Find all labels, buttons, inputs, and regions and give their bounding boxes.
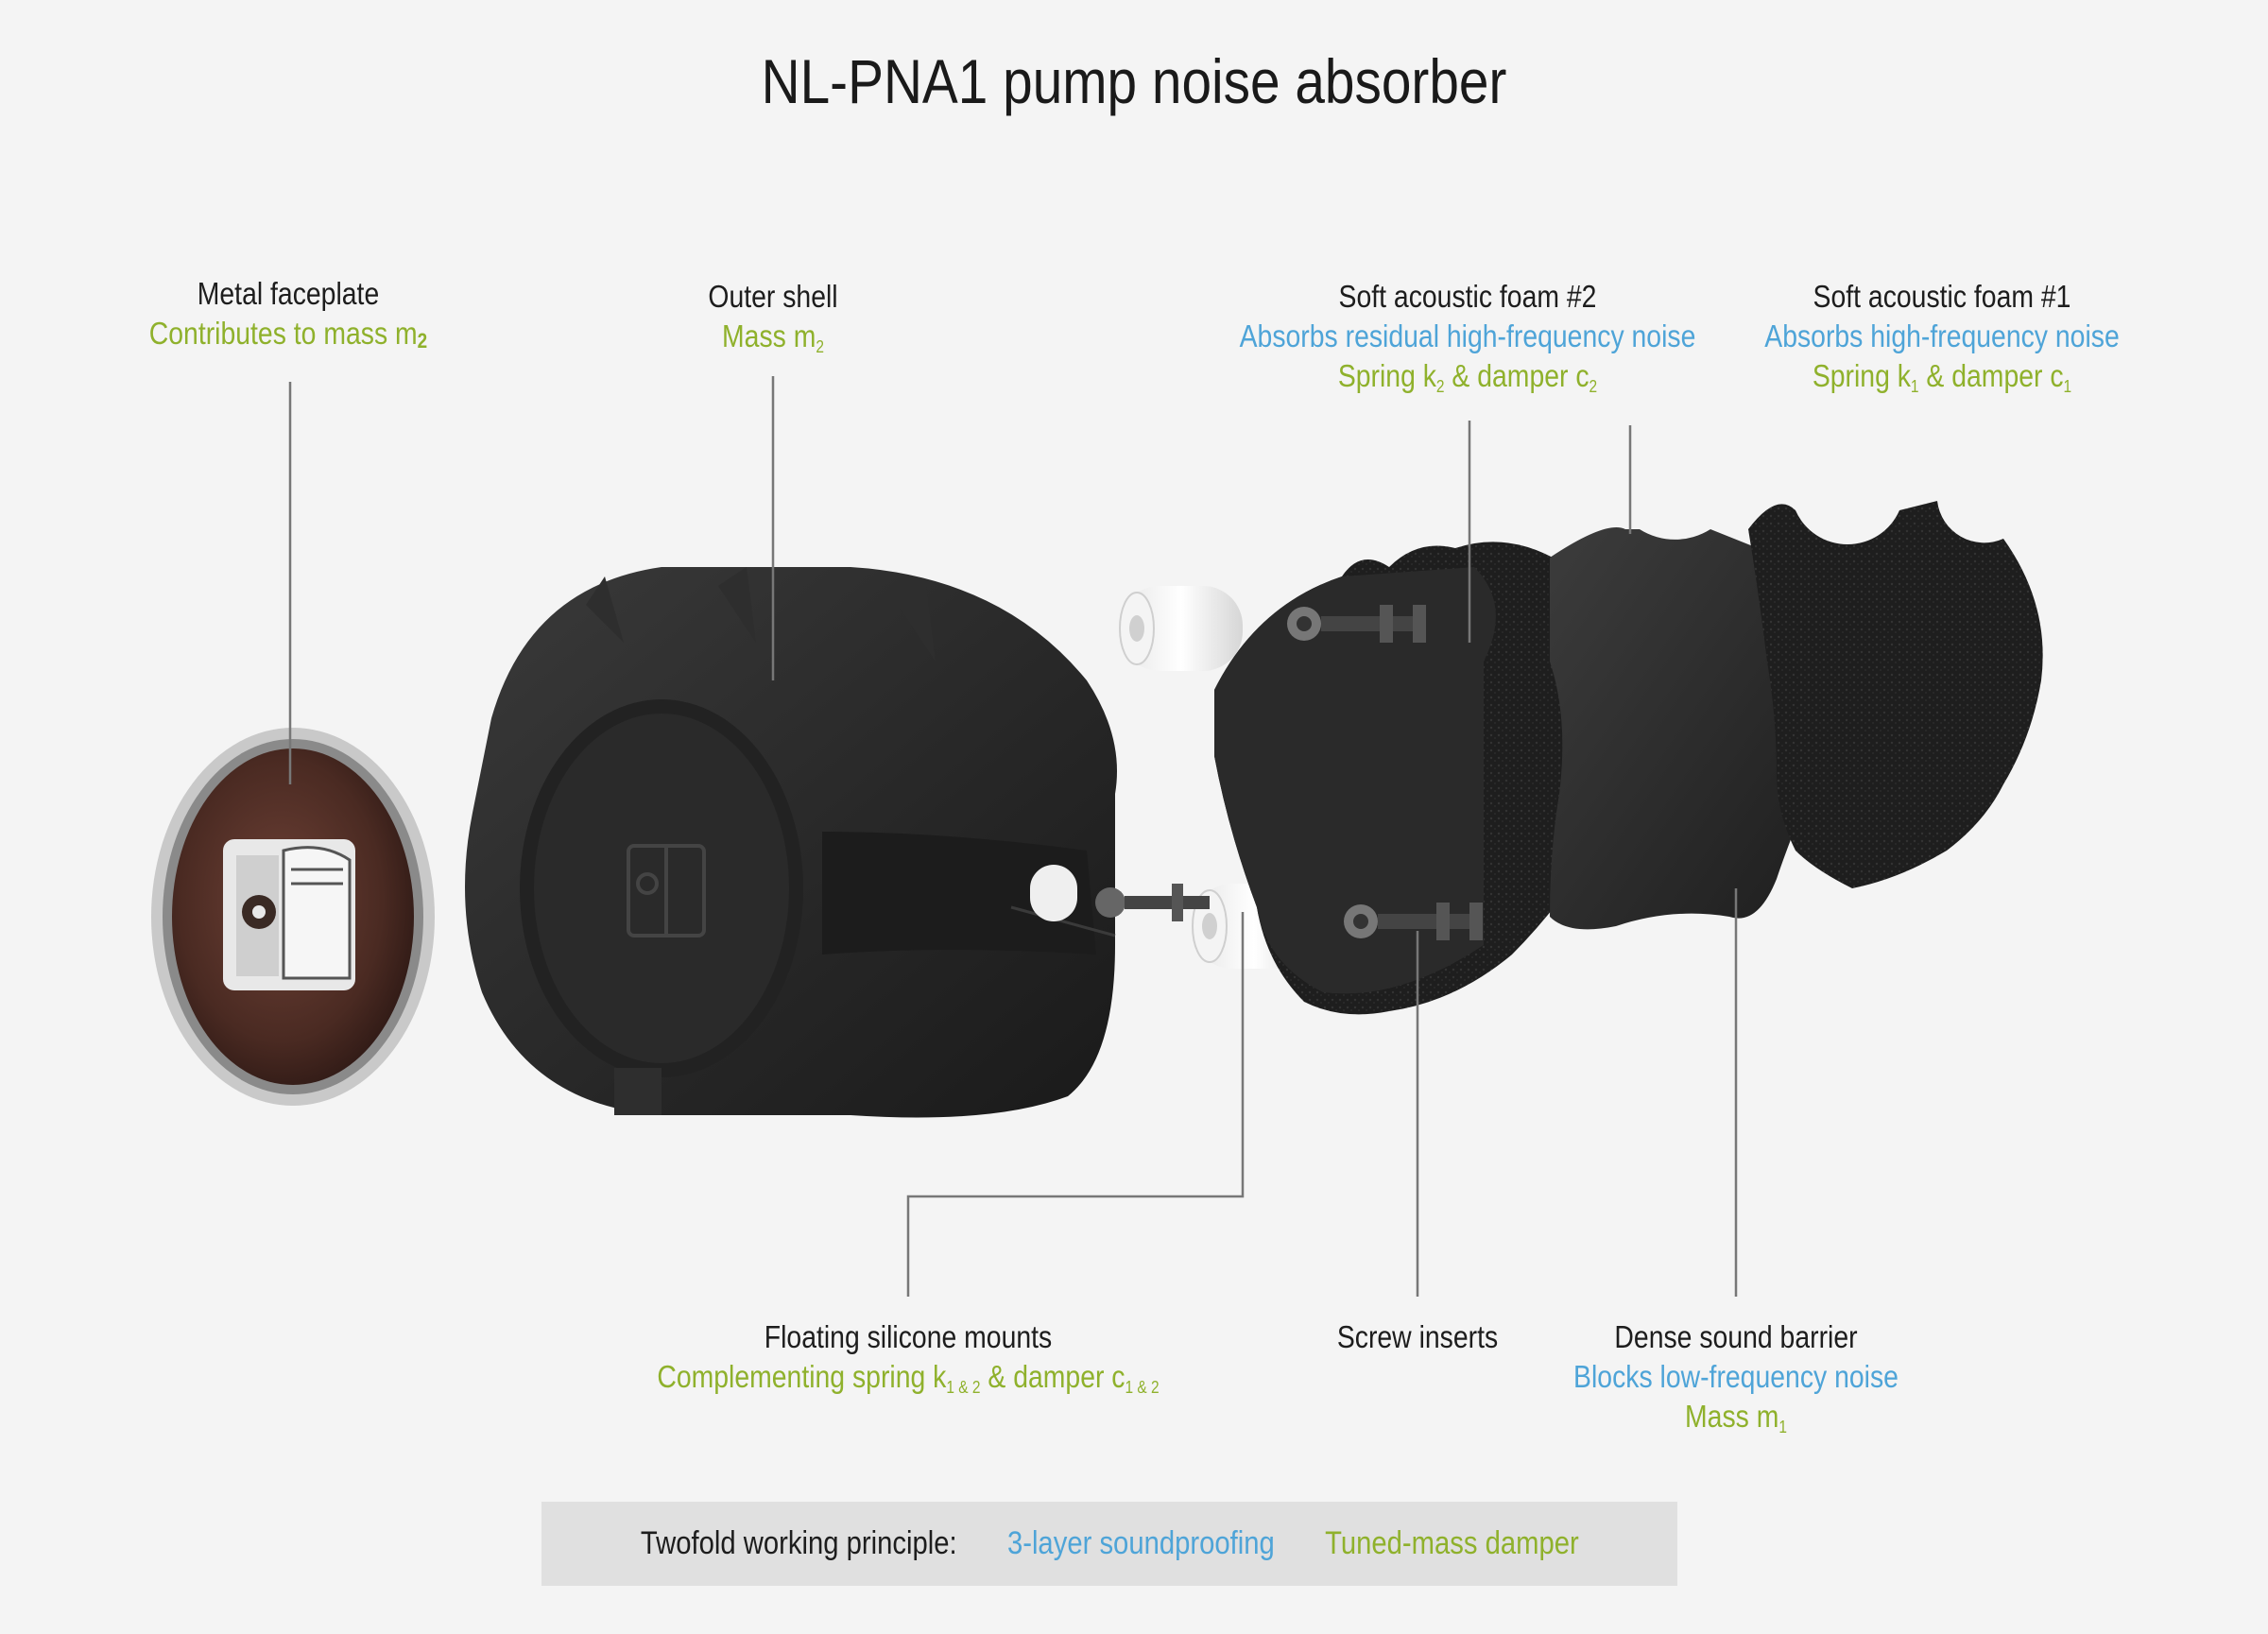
foam-2-spring: Spring k2 & damper c2 xyxy=(1337,358,1598,396)
foam-1-spring: Spring k1 & damper c1 xyxy=(1812,358,2072,396)
label-screw-inserts: Screw inserts xyxy=(1133,1317,1702,1357)
outer-shell-desc: Mass m2 xyxy=(722,318,824,356)
silicone-mounts-desc: Complementing spring k1 & 2 & damper c1 … xyxy=(657,1359,1160,1397)
page-title: NL-PNA1 pump noise absorber xyxy=(761,46,1507,116)
label-sound-barrier: Dense sound barrier Blocks low-frequency… xyxy=(1452,1317,2020,1447)
silicone-mounts-name: Floating silicone mounts xyxy=(764,1319,1053,1354)
metal-faceplate-illustration xyxy=(151,728,435,1106)
screw-inserts-name: Screw inserts xyxy=(1336,1319,1499,1354)
shell-logo-icon xyxy=(627,844,706,937)
leader-silicone-mounts xyxy=(906,912,1245,1297)
foam-2-name: Soft acoustic foam #2 xyxy=(1338,279,1597,314)
acoustic-foam-2-illustration xyxy=(1214,542,1633,1015)
dense-sound-barrier-illustration xyxy=(1550,527,1827,930)
metal-faceplate-desc: Contributes to mass m2 xyxy=(148,316,428,353)
working-principle-label: Twofold working principle: xyxy=(640,1525,957,1561)
principle-soundproofing: 3-layer soundproofing xyxy=(1006,1525,1275,1561)
acoustic-foam-1-illustration xyxy=(1748,501,2043,888)
metal-faceplate-name: Metal faceplate xyxy=(197,276,380,311)
leader-lines xyxy=(288,376,1738,1297)
label-metal-faceplate: Metal faceplate Contributes to mass m2 xyxy=(4,274,573,361)
sound-barrier-name: Dense sound barrier xyxy=(1614,1319,1858,1354)
working-principle-box: Twofold working principle: 3-layer sound… xyxy=(541,1502,1677,1586)
outer-shell-name: Outer shell xyxy=(708,279,838,314)
owl-logo-icon xyxy=(223,839,355,990)
sound-barrier-mass: Mass m1 xyxy=(1685,1399,1787,1436)
outer-shell-illustration xyxy=(465,567,1117,1118)
label-foam-1: Soft acoustic foam #1 Absorbs high-frequ… xyxy=(1658,277,2226,406)
sound-barrier-desc: Blocks low-frequency noise xyxy=(1573,1359,1899,1394)
principle-tuned-mass-damper: Tuned-mass damper xyxy=(1324,1525,1579,1561)
foam-2-desc: Absorbs residual high-frequency noise xyxy=(1239,318,1696,353)
label-outer-shell: Outer shell Mass m2 xyxy=(489,277,1057,367)
screw-inserts-illustration xyxy=(1095,605,1483,940)
foam-1-name: Soft acoustic foam #1 xyxy=(1813,279,2071,314)
label-silicone-mounts: Floating silicone mounts Complementing s… xyxy=(624,1317,1193,1407)
silicone-mount-illustration xyxy=(1030,586,1315,969)
label-foam-2: Soft acoustic foam #2 Absorbs residual h… xyxy=(1183,277,1752,406)
foam-1-desc: Absorbs high-frequency noise xyxy=(1764,318,2120,353)
